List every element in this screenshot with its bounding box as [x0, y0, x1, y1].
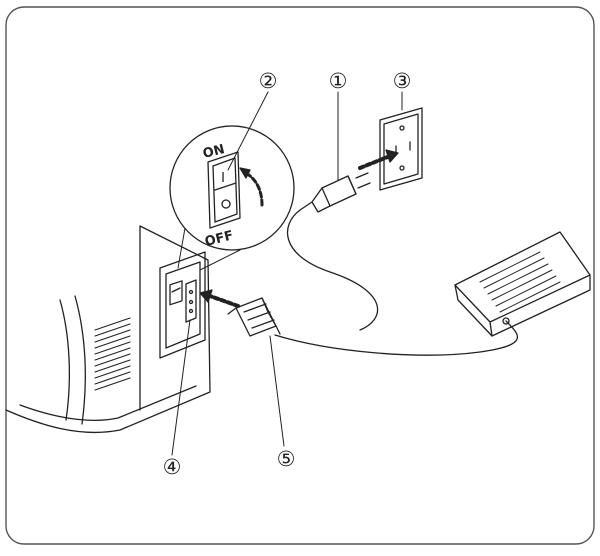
switch-off-symbol — [221, 199, 231, 209]
wall-outlet — [379, 107, 423, 191]
outlet-arrow-icon — [358, 149, 399, 170]
vent-slots — [94, 317, 131, 391]
callout-wall-outlet: ③ — [393, 69, 412, 93]
switch-on-symbol: I — [221, 171, 225, 186]
power-switch-zoom: I ON OFF — [169, 125, 295, 271]
switch-off-label: OFF — [203, 228, 235, 250]
diagram-frame — [5, 6, 595, 545]
switch-on-label: ON — [201, 142, 226, 162]
callout-machine-plug: ⑤ — [277, 447, 296, 471]
callout-power-switch: ② — [259, 69, 278, 93]
foot-controller — [454, 231, 591, 337]
machine-socket — [185, 279, 197, 323]
callout-machine-socket: ④ — [163, 455, 182, 479]
socket-arrow-icon — [199, 289, 240, 308]
power-cord — [274, 209, 518, 356]
machine-plug — [227, 297, 281, 337]
power-plug — [299, 172, 371, 213]
sewing-machine — [5, 225, 211, 434]
callout-power-plug: ① — [329, 69, 348, 93]
